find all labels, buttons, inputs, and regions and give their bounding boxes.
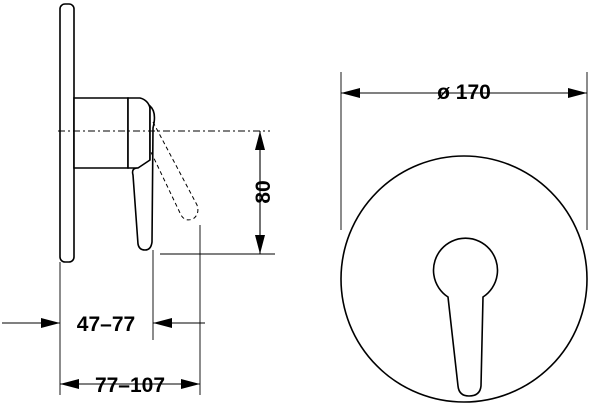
handle-body-side	[73, 97, 129, 169]
dimension-diameter-label: ø 170	[437, 81, 491, 104]
dimension-diameter: ø 170	[340, 72, 588, 230]
handle-collar-side	[127, 97, 151, 169]
dimension-80: 80	[160, 131, 275, 255]
cover-plate-side	[59, 3, 75, 263]
lever-front	[432, 237, 499, 397]
dimension-47-77: 47–77	[2, 250, 205, 395]
dimension-47-77-label: 47–77	[77, 313, 135, 336]
front-view	[340, 155, 588, 403]
dimension-77-107: 77–107	[60, 254, 201, 397]
side-view	[58, 3, 270, 263]
dimension-80-label: 80	[252, 180, 275, 203]
lever-side-rotated	[149, 121, 199, 221]
dimension-77-107-label: 77–107	[95, 374, 165, 397]
lever-side	[131, 104, 156, 251]
